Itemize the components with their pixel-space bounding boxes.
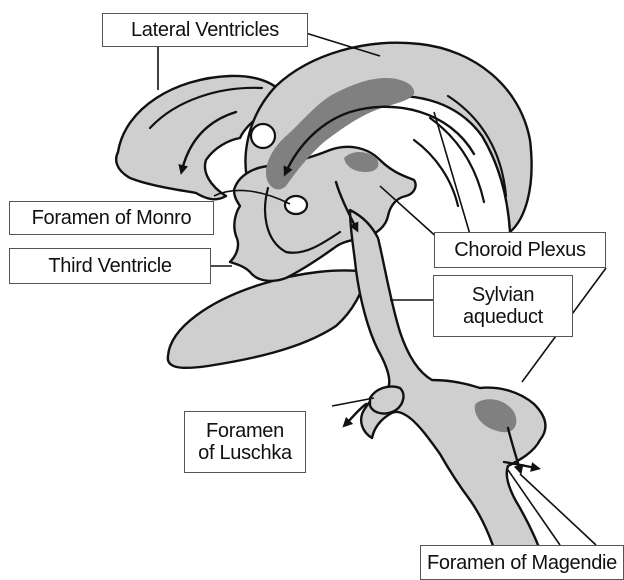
lateral-recess	[370, 386, 403, 413]
label-third-ventricle-text: Third Ventricle	[48, 255, 171, 277]
label-foramen-of-luschka: Foramen of Luschka	[184, 411, 306, 473]
inferior-horn	[168, 271, 368, 368]
label-foramen-of-monro-text: Foramen of Monro	[32, 207, 192, 229]
label-sylvian-aqueduct: Sylvian aqueduct	[433, 275, 573, 337]
label-choroid-plexus: Choroid Plexus	[434, 232, 606, 268]
label-lateral-ventricles: Lateral Ventricles	[102, 13, 308, 47]
label-choroid-plexus-text: Choroid Plexus	[454, 239, 585, 261]
label-foramen-of-magendie: Foramen of Magendie	[420, 545, 624, 580]
label-lateral-ventricles-text: Lateral Ventricles	[131, 19, 279, 41]
label-foramen-of-magendie-text: Foramen of Magendie	[427, 552, 617, 574]
label-foramen-of-monro: Foramen of Monro	[9, 201, 214, 235]
third-ventricle	[230, 147, 416, 281]
label-third-ventricle: Third Ventricle	[9, 248, 211, 284]
leader-choroid-1	[434, 112, 474, 248]
foramen-of-monro-opening	[285, 196, 307, 214]
interthalamic-opening	[251, 124, 275, 148]
label-sylvian-aqueduct-text: Sylvian aqueduct	[463, 284, 543, 328]
label-foramen-of-luschka-text: Foramen of Luschka	[198, 420, 292, 464]
